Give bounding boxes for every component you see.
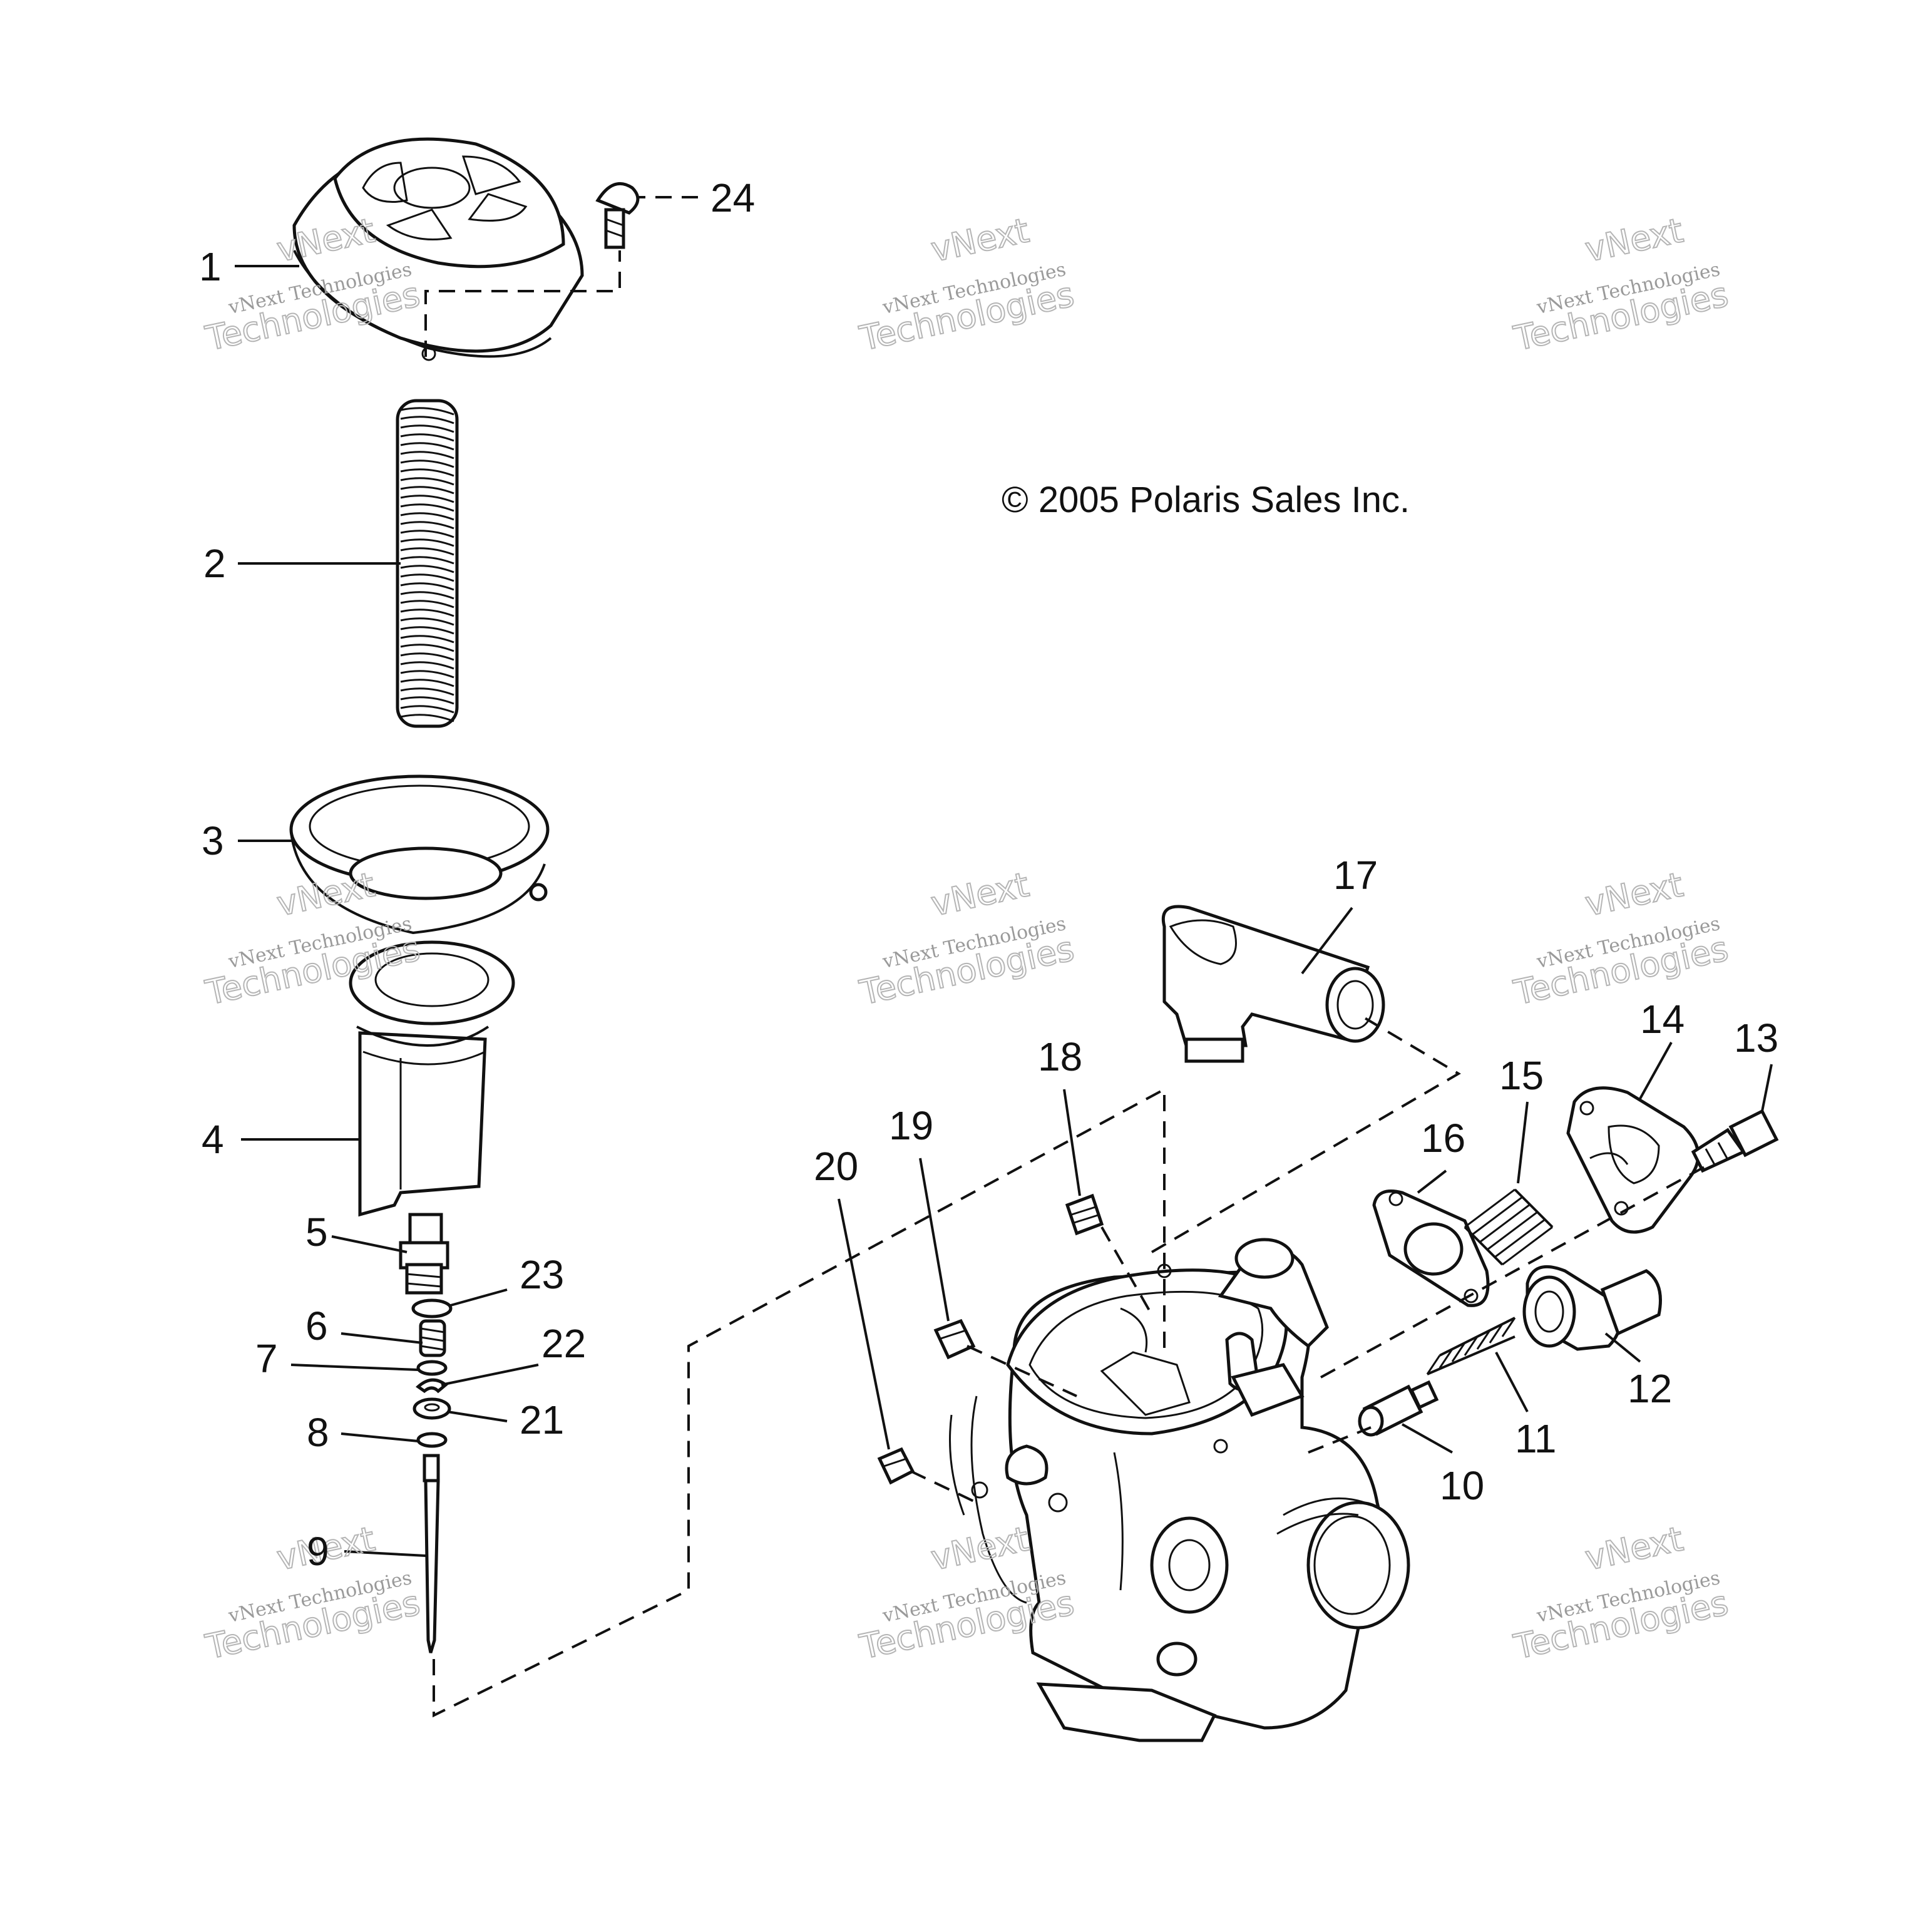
watermark: vNext vNext Technologies Technologies: [1510, 1518, 1732, 1667]
callout-2: 2: [203, 541, 226, 586]
callout-numbers: 1 2 3 4 5 6 7 8 9 10 11 12 13 14 15 16 1…: [199, 175, 1778, 1574]
callout-5: 5: [305, 1210, 328, 1255]
part-screw-13: [1691, 1109, 1779, 1173]
svg-text:vNext: vNext: [928, 1519, 1032, 1578]
part-spring-15: [1464, 1188, 1554, 1266]
watermark: vNext vNext Technologies Technologies: [856, 210, 1078, 359]
callout-9: 9: [307, 1529, 329, 1574]
svg-text:vNext: vNext: [1582, 1519, 1686, 1578]
svg-text:vNext: vNext: [274, 865, 378, 923]
callout-16: 16: [1421, 1116, 1465, 1161]
svg-text:vNext: vNext: [1582, 210, 1686, 269]
callout-4: 4: [202, 1117, 224, 1162]
svg-text:vNext: vNext: [928, 210, 1032, 269]
part-jet-needle: [423, 1454, 440, 1653]
callout-6: 6: [305, 1303, 328, 1349]
copyright-notice: © 2005 Polaris Sales Inc.: [1002, 480, 1410, 520]
part-slide: [349, 940, 515, 1217]
callout-1: 1: [199, 244, 222, 289]
callout-3: 3: [202, 818, 224, 863]
callout-17: 17: [1333, 853, 1378, 898]
part-spring: [396, 399, 459, 728]
callout-23: 23: [520, 1252, 564, 1297]
part-jet-19: [933, 1318, 976, 1360]
part-vent-elbow: [1162, 905, 1385, 1063]
part-housing-14: [1566, 1086, 1700, 1234]
part-jet-18: [1065, 1193, 1104, 1236]
alignment-lines: [424, 250, 1710, 1718]
callout-18: 18: [1038, 1034, 1082, 1079]
watermark: vNext vNext Technologies Technologies: [202, 1518, 424, 1667]
svg-text:vNext: vNext: [1582, 865, 1686, 923]
callout-13: 13: [1734, 1015, 1778, 1061]
part-clip-22: [416, 1378, 448, 1394]
part-carburetor-body: [949, 1238, 1410, 1742]
watermark: vNext vNext Technologies Technologies: [856, 864, 1078, 1013]
callout-10: 10: [1440, 1463, 1484, 1508]
part-washer-8: [416, 1432, 448, 1448]
watermark: vNext vNext Technologies Technologies: [1510, 210, 1732, 359]
callout-20: 20: [814, 1144, 858, 1189]
callout-21: 21: [520, 1397, 564, 1442]
part-jet-20: [877, 1447, 915, 1485]
part-cover-plate: [1372, 1190, 1490, 1307]
callout-22: 22: [541, 1321, 586, 1366]
watermark: vNext vNext Technologies Technologies: [1510, 864, 1732, 1013]
part-adjuster-12: [1522, 1265, 1662, 1351]
part-spacer-21: [413, 1397, 451, 1420]
part-small-spring: [419, 1319, 446, 1357]
callout-8: 8: [307, 1410, 329, 1455]
callout-14: 14: [1640, 997, 1685, 1042]
callout-12: 12: [1628, 1366, 1672, 1411]
part-screw-24: [595, 182, 640, 249]
part-needle-holder: [399, 1213, 449, 1295]
leader-lines: [235, 196, 1773, 1557]
svg-text:vNext: vNext: [928, 865, 1032, 923]
callout-7: 7: [255, 1336, 278, 1381]
part-washer-23: [411, 1298, 453, 1318]
part-plunger-10: [1358, 1380, 1439, 1437]
part-diaphragm: [289, 774, 550, 935]
callout-15: 15: [1499, 1053, 1544, 1098]
callout-19: 19: [889, 1103, 933, 1148]
callout-11: 11: [1515, 1416, 1556, 1461]
callout-24: 24: [710, 175, 755, 220]
part-spring-11: [1426, 1317, 1516, 1375]
part-washer-7: [416, 1360, 448, 1376]
